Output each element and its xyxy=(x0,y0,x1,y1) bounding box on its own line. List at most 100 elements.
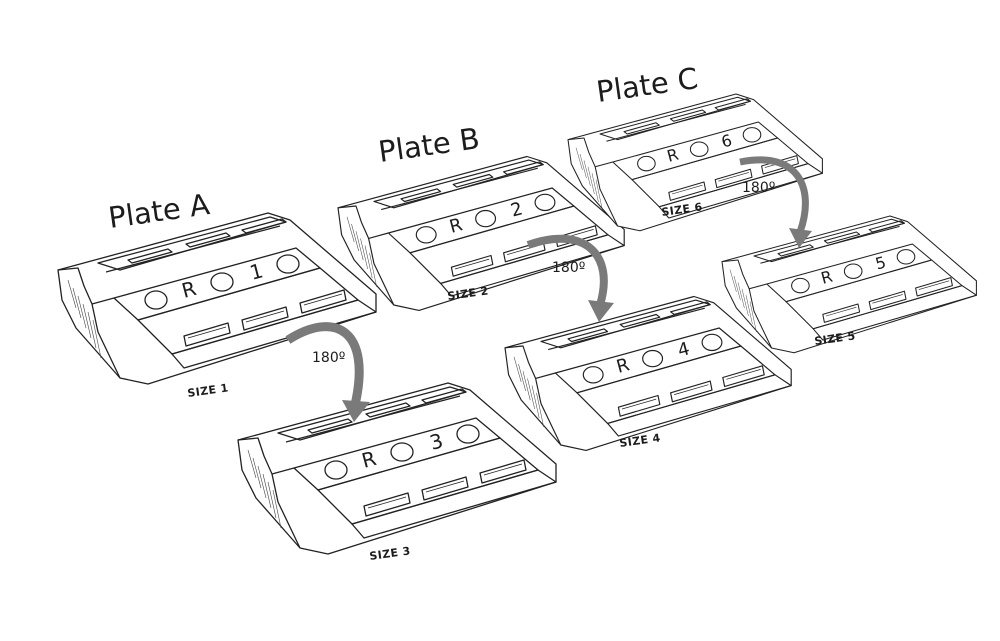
plate-b-title: Plate B xyxy=(376,121,481,169)
plate-hole xyxy=(701,333,723,352)
plate-a-title: Plate A xyxy=(106,187,211,235)
end-hatching xyxy=(575,147,583,171)
end-profile xyxy=(567,137,613,168)
end-profile-lower xyxy=(271,473,301,549)
front-window xyxy=(761,155,799,175)
rotation-arrowhead-3 xyxy=(789,228,812,248)
plate-hole xyxy=(475,209,497,228)
front-window xyxy=(241,306,289,331)
plate-c-title: Plate C xyxy=(594,61,700,109)
front-window xyxy=(714,168,753,189)
end-hatching xyxy=(522,371,531,401)
end-hatching xyxy=(267,481,277,519)
rail-slot xyxy=(623,122,660,135)
front-window xyxy=(363,492,411,517)
size-3-label: SIZE 3 xyxy=(369,544,412,563)
rear-rail-edge xyxy=(606,103,746,142)
end-hatching xyxy=(518,363,526,392)
end-hatching xyxy=(355,231,364,261)
size-2-label: SIZE 2 xyxy=(447,284,490,303)
plate-size-4: R4 xyxy=(504,295,792,451)
front-window xyxy=(915,277,953,297)
rotation-arrowhead-1 xyxy=(342,400,370,422)
rotation-arrowhead-2 xyxy=(588,300,614,322)
end-hatching xyxy=(346,216,355,243)
plate-hole xyxy=(689,141,709,157)
end-profile xyxy=(57,267,115,305)
window-inner-edge xyxy=(674,384,709,395)
engraving-size-number: 1 xyxy=(247,258,266,284)
plate-hole xyxy=(791,277,810,294)
rear-rail-edge xyxy=(548,307,705,351)
rail-slot xyxy=(619,313,661,328)
front-lip xyxy=(607,374,792,437)
engraving-size-number: 5 xyxy=(873,252,888,273)
engraving-r: R xyxy=(179,276,199,303)
end-hatching xyxy=(82,303,92,339)
end-profile xyxy=(337,205,389,239)
end-hatching xyxy=(531,385,540,419)
end-hatching xyxy=(749,301,757,333)
engraving-r: R xyxy=(819,267,835,288)
window-inner-edge xyxy=(621,398,657,410)
end-hatching xyxy=(351,223,359,252)
rail-slot xyxy=(714,98,751,111)
window-inner-edge xyxy=(726,369,761,380)
end-hatching xyxy=(262,473,272,509)
front-window xyxy=(299,289,347,314)
rail-slot xyxy=(777,244,814,257)
end-profile xyxy=(721,259,767,290)
rotation-arrow-1 xyxy=(285,322,364,406)
engraving-r: R xyxy=(447,214,465,238)
end-profile-lower xyxy=(535,378,562,446)
plate-size-3: R3 xyxy=(237,382,557,555)
end-hatching xyxy=(741,288,749,317)
end-hatching xyxy=(591,173,599,203)
plate-hole xyxy=(642,349,664,368)
plate-hole xyxy=(390,442,414,462)
end-hatching xyxy=(72,287,82,319)
end-hatching xyxy=(364,245,373,279)
rail-slot xyxy=(452,173,494,188)
end-hatching xyxy=(536,392,544,428)
rear-rail-edge xyxy=(105,225,281,273)
rail-slot xyxy=(823,231,861,244)
plate-hole xyxy=(144,290,168,310)
plate-hole xyxy=(637,155,656,172)
window-inner-edge xyxy=(718,172,749,182)
rail-slot xyxy=(307,418,353,434)
rotation-arrow-3 xyxy=(739,156,809,234)
end-hatching xyxy=(92,319,102,359)
plate-size-1: R1 xyxy=(57,212,377,385)
rail-slot xyxy=(127,248,173,264)
plate-size-2: R2 xyxy=(337,155,625,311)
rear-rail-edge xyxy=(760,225,900,264)
size-5-label: SIZE 5 xyxy=(814,329,857,348)
engraving-size-number: 6 xyxy=(719,130,734,151)
size-6-label: SIZE 6 xyxy=(661,200,704,219)
front-window xyxy=(617,394,661,417)
engraving-size-number: 3 xyxy=(427,428,446,454)
rail-slot xyxy=(669,109,707,122)
end-profile xyxy=(237,437,295,475)
front-window xyxy=(722,365,765,388)
end-hatching xyxy=(579,153,587,179)
end-hatching xyxy=(729,269,737,293)
engraving-r: R xyxy=(665,145,681,166)
window-inner-edge xyxy=(425,480,465,493)
front-window xyxy=(479,459,527,484)
rail-slot xyxy=(670,301,711,316)
plate-size-6: R6 xyxy=(567,93,823,232)
window-inner-edge xyxy=(367,496,407,509)
plate-hole xyxy=(896,249,916,265)
end-profile-lower xyxy=(594,166,619,227)
end-hatching xyxy=(252,457,262,489)
end-profile-lower xyxy=(368,238,395,306)
plate-hole xyxy=(456,424,480,444)
rail-slot xyxy=(868,220,905,233)
front-window xyxy=(450,254,494,277)
end-hatching xyxy=(513,356,522,383)
size-4-label: SIZE 4 xyxy=(619,431,662,450)
plate-hole xyxy=(276,254,300,274)
